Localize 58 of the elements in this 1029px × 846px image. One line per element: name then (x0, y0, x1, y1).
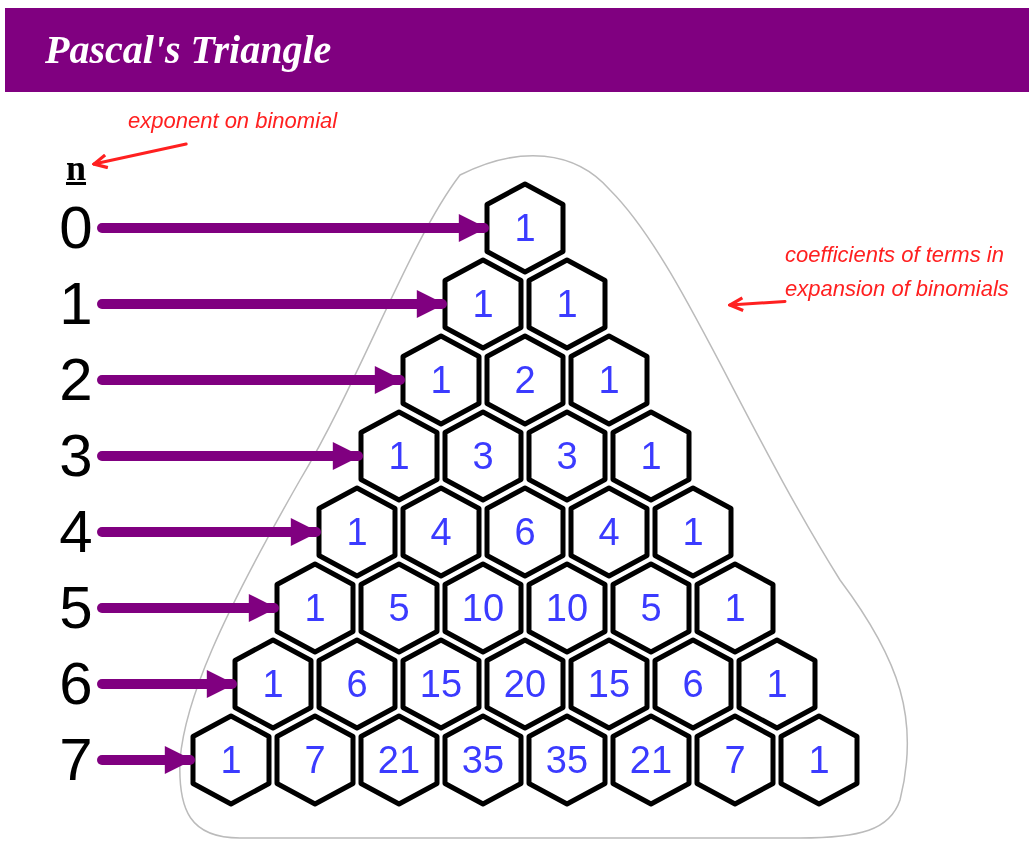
coefficient-number: 3 (472, 437, 494, 475)
coefficient-number: 4 (430, 513, 452, 551)
coefficient-number: 6 (682, 665, 704, 703)
coefficient-number: 7 (304, 741, 326, 779)
coefficient-number: 3 (556, 437, 578, 475)
coefficient-number: 21 (629, 741, 673, 779)
row-number: 3 (50, 420, 102, 492)
coefficient-number: 1 (640, 437, 662, 475)
row-number: 5 (50, 572, 102, 644)
coefficient-number: 6 (346, 665, 368, 703)
coefficient-number: 5 (388, 589, 410, 627)
coefficient-number: 35 (545, 741, 589, 779)
arrow (97, 594, 279, 622)
coefficient-number: 2 (514, 361, 536, 399)
row-number: 1 (50, 268, 102, 340)
arrow (97, 518, 321, 546)
coefficient-number: 15 (419, 665, 463, 703)
title: Pascal's Triangle (45, 26, 332, 74)
coefficient-number: 1 (766, 665, 788, 703)
coefficient-number: 20 (503, 665, 547, 703)
variable-heading: n (58, 146, 94, 190)
coefficient-number: 1 (808, 741, 830, 779)
coefficient-number: 1 (262, 665, 284, 703)
handwritten-note: coefficients of terms in expansion of binomials (785, 238, 1023, 350)
arrow (97, 366, 405, 394)
coefficient-number: 10 (461, 589, 505, 627)
row-number: 0 (50, 192, 102, 264)
arrow (97, 670, 237, 698)
handwritten-note: exponent on binomial (128, 104, 428, 144)
coefficient-number: 1 (388, 437, 410, 475)
coefficient-number: 15 (587, 665, 631, 703)
arrow (97, 442, 363, 470)
row-number: 4 (50, 496, 102, 568)
coefficient-number: 6 (514, 513, 536, 551)
coefficient-number: 1 (430, 361, 452, 399)
coefficient-number: 7 (724, 741, 746, 779)
coefficient-number: 1 (556, 285, 578, 323)
coefficient-number: 1 (682, 513, 704, 551)
arrow (97, 746, 195, 774)
coefficient-number: 1 (598, 361, 620, 399)
arrow (92, 142, 188, 170)
coefficient-number: 1 (514, 209, 536, 247)
coefficient-number: 4 (598, 513, 620, 551)
arrow (728, 296, 787, 313)
arrow (97, 214, 489, 242)
row-number: 2 (50, 344, 102, 416)
row-number: 6 (50, 648, 102, 720)
coefficient-number: 1 (220, 741, 242, 779)
row-number: 7 (50, 724, 102, 796)
coefficient-number: 35 (461, 741, 505, 779)
coefficient-number: 10 (545, 589, 589, 627)
coefficient-number: 1 (724, 589, 746, 627)
coefficient-number: 5 (640, 589, 662, 627)
arrow (97, 290, 447, 318)
coefficient-number: 1 (304, 589, 326, 627)
coefficient-number: 1 (472, 285, 494, 323)
coefficient-number: 1 (346, 513, 368, 551)
coefficient-number: 21 (377, 741, 421, 779)
